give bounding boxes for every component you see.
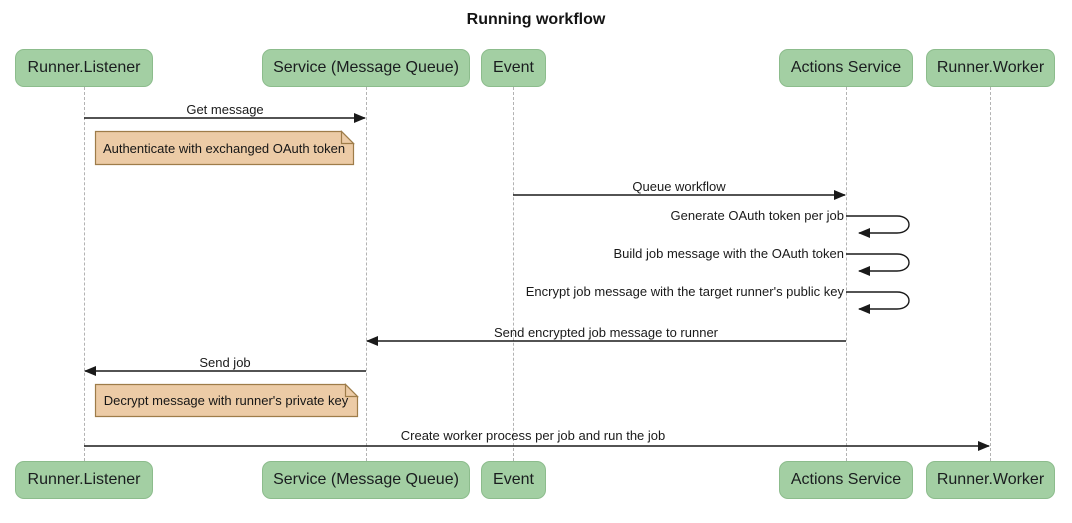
lifeline-service-message-queue [366,87,367,461]
participant-bottom-actions-service: Actions Service [779,461,913,499]
message-label-queue-workflow: Queue workflow [632,179,726,194]
diagram-title: Running workflow [466,11,606,28]
participant-top-runner-listener: Runner.Listener [15,49,153,87]
lifeline-event [513,87,514,461]
participant-bottom-runner-worker: Runner.Worker [926,461,1055,499]
participant-top-event: Event [481,49,546,87]
message-label-get-message: Get message [186,102,264,117]
note-decrypt-private-key: Decrypt message with runner's private ke… [103,393,349,408]
message-label-generate-oauth-token: Generate OAuth token per job [670,208,844,223]
participant-top-service-message-queue: Service (Message Queue) [262,49,470,87]
message-label-send-job: Send job [199,355,251,370]
participant-bottom-event: Event [481,461,546,499]
message-label-send-encrypted-job-message: Send encrypted job message to runner [493,325,719,340]
message-label-build-job-message: Build job message with the OAuth token [613,246,844,261]
message-label-encrypt-job-message: Encrypt job message with the target runn… [525,284,844,299]
message-label-create-worker-process: Create worker process per job and run th… [400,428,666,443]
lifeline-runner-listener [84,87,85,461]
lifeline-runner-worker [990,87,991,461]
participant-bottom-service-message-queue: Service (Message Queue) [262,461,470,499]
lifeline-actions-service [846,87,847,461]
participant-top-runner-worker: Runner.Worker [926,49,1055,87]
note-authenticate-oauth: Authenticate with exchanged OAuth token [102,140,346,156]
self-loop-generate-oauth-token [846,215,910,238]
participant-top-actions-service: Actions Service [779,49,913,87]
self-loop-build-job-message [846,253,910,276]
self-loop-encrypt-job-message [846,291,910,314]
participant-bottom-runner-listener: Runner.Listener [15,461,153,499]
